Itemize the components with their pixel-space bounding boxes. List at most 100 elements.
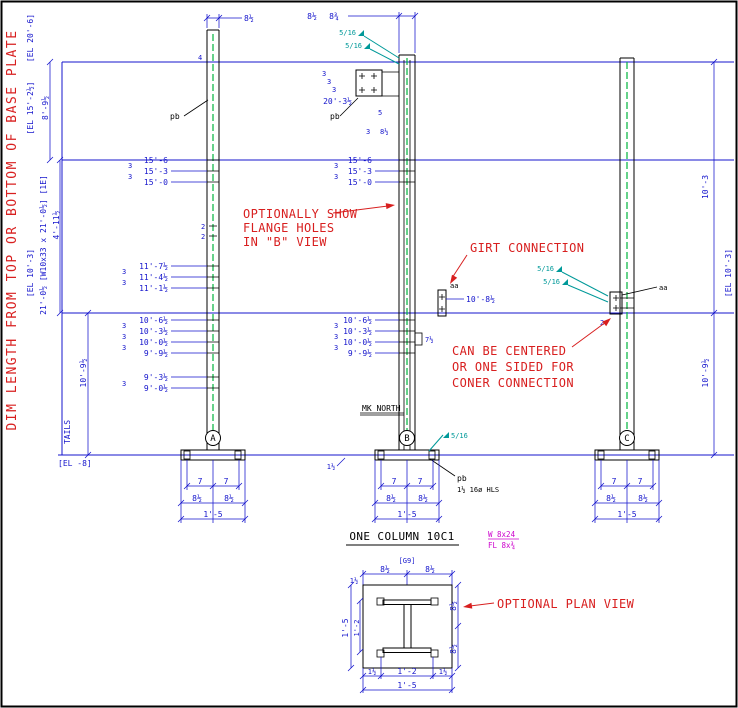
dim-bolt-half: 7 xyxy=(638,477,643,486)
tick-2: 2 xyxy=(201,223,205,231)
dim-girt-el: 10'-8½ xyxy=(466,294,495,304)
tick-3: 3 xyxy=(334,344,338,352)
dim-bolt-half: 7 xyxy=(392,477,397,486)
weld-size-girt1: 5/16 xyxy=(537,265,554,273)
note-flange-3: IN "B" VIEW xyxy=(243,235,327,249)
dim-base-offset: 1½ xyxy=(327,463,335,471)
dim-10-9-right: 10'-9½ xyxy=(700,358,710,387)
dim-b-g1-1: 15'-3 xyxy=(348,167,372,176)
weld-size-top1: 5/16 xyxy=(339,29,356,37)
dim-a-g3-1: 10'-3½ xyxy=(139,326,168,336)
dim-plan-top: 8½ xyxy=(425,564,435,574)
base-notes: 1½ pb 1½ 16ø HLS xyxy=(327,457,499,494)
dim-edge-half: 8½ xyxy=(638,493,648,503)
dim-plate-total: 1'-5 xyxy=(617,510,636,519)
material-1: W 8x24 xyxy=(488,530,516,539)
girt-connection-b: aa 10'-8½ xyxy=(437,282,495,317)
plan-view: [G9] 8½ 8½ 1½ 1'-5 1'-2 8½ 8½ 1½ 1'-2 1½… xyxy=(341,557,462,694)
clip-angle-b xyxy=(414,332,423,346)
left-margin-notes: DIM LENGTH FROM TOP OR BOTTOM OF BASE PL… xyxy=(5,14,92,468)
tick-3: 3 xyxy=(322,70,326,78)
tick-3: 3 xyxy=(334,322,338,330)
weld-size-base: 5/16 xyxy=(451,432,468,440)
dim-a-g1-2: 15'-0 xyxy=(144,178,168,187)
pb-label-base: pb xyxy=(457,474,467,483)
tick-2: 2 xyxy=(201,233,205,241)
note-flange-2: FLANGE HOLES xyxy=(243,221,335,235)
mk-north-label: MK NORTH xyxy=(362,404,401,413)
dim-b-g2-2: 10'-0½ xyxy=(343,337,372,347)
dim-10-3-right: 10'-3 xyxy=(701,175,710,199)
holes-note: 1½ 16ø HLS xyxy=(457,486,499,494)
tick-3: 3 xyxy=(122,268,126,276)
dim-b-8h: 8½ xyxy=(380,128,388,136)
dim-b-g1-2: 15'-0 xyxy=(348,178,372,187)
elevation-grid-lines xyxy=(46,58,734,459)
el-mid-label: [EL 15'-2½] xyxy=(25,82,35,135)
plan-web xyxy=(403,604,412,649)
dim-b-top1: 8½ xyxy=(307,11,317,21)
sheet-title: ONE COLUMN 10C1 xyxy=(349,530,454,543)
dim-b-g2-1: 10'-3½ xyxy=(343,326,372,336)
tick-2-c: 2 xyxy=(600,319,604,327)
dim-plan-left-total: 1'-5 xyxy=(341,618,350,637)
dim-b-g1-0: 15'-6 xyxy=(348,156,372,165)
dim-edge-half: 8½ xyxy=(606,493,616,503)
dim-7h: 7½ xyxy=(425,336,433,344)
dim-b-3: 3 xyxy=(366,128,370,136)
dim-plate-total: 1'-5 xyxy=(203,510,222,519)
dim-plan-total: 1'-5 xyxy=(397,681,416,690)
plan-flange-bottom xyxy=(382,647,432,653)
bolt-label-aa-c: aa xyxy=(659,284,667,292)
mark-north: MK NORTH xyxy=(360,404,404,416)
tick-3: 3 xyxy=(332,86,336,94)
tick-3: 3 xyxy=(128,173,132,181)
dim-8-9: 8'-9½ xyxy=(40,96,50,120)
tick-3: 3 xyxy=(122,279,126,287)
plan-flange-top xyxy=(382,599,432,605)
tick-3: 3 xyxy=(327,78,331,86)
dim-bolt-half: 7 xyxy=(612,477,617,486)
dim-edge-half: 8½ xyxy=(224,493,234,503)
red-annotations: OPTIONALLY SHOW FLANGE HOLES IN "B" VIEW… xyxy=(243,203,634,611)
dim-4-11: 4'-11½ xyxy=(51,210,61,239)
column-a: 8½ 4 pb 15'-6 15'-3 15'-0 3 3 2 2 11'-7½… xyxy=(122,13,254,461)
member-description: 21'-0½ [W10x33 x 21'-0½] [1E] xyxy=(38,175,48,315)
dim-plan-gauge: 1'-2 xyxy=(397,667,416,676)
dim-a-g2-2: 11'-1½ xyxy=(139,283,168,293)
right-margin-dims: 10'-3 [EL 10'-3] 10'-9½ xyxy=(700,175,733,388)
pb-label-a: pb xyxy=(170,112,180,121)
title-block: ONE COLUMN 10C1 W 8x24 FL 8x¾ xyxy=(346,530,519,550)
el-girt-label-right: [EL 10'-3] xyxy=(724,249,733,297)
dim-plan-left-gauge: 1'-2 xyxy=(353,620,361,637)
dim-edge-half: 8½ xyxy=(386,493,396,503)
column-marker-c-letter: C xyxy=(624,434,629,444)
dim-a-g4-1: 9'-0½ xyxy=(144,383,168,393)
dim-plan-corner: 1½ xyxy=(350,577,358,585)
column-marker-b-letter: B xyxy=(404,434,409,444)
dim-plate-total: 1'-5 xyxy=(397,510,416,519)
column-marker-c xyxy=(619,430,635,446)
el-top-label: [EL 20'-6] xyxy=(26,14,35,62)
dim-bolt-half: 7 xyxy=(224,477,229,486)
weld-size-top2: 5/16 xyxy=(345,42,362,50)
tick-4: 4 xyxy=(198,54,202,62)
tick-3: 3 xyxy=(122,380,126,388)
column-c: aa 2 C xyxy=(594,57,667,461)
dim-a-g1-1: 15'-3 xyxy=(144,167,168,176)
dim-length-note: DIM LENGTH FROM TOP OR BOTTOM OF BASE PL… xyxy=(5,29,20,430)
dim-a-g3-2: 10'-0½ xyxy=(139,337,168,347)
column-marker-b xyxy=(399,430,415,446)
weld-size-girt2: 5/16 xyxy=(543,278,560,286)
dim-a-g3-0: 10'-6½ xyxy=(139,315,168,325)
dim-b-g2-3: 9'-9½ xyxy=(348,348,372,358)
tick-3: 3 xyxy=(334,333,338,341)
group-mark: [G9] xyxy=(399,557,416,565)
el-base-label: [EL -8] xyxy=(58,459,92,468)
dim-10-9-left: 10'-9½ xyxy=(78,358,88,387)
dim-a-g4-0: 9'-3½ xyxy=(144,372,168,382)
column-b: 8½ 8¾ 3 3 3 20'-3½ pb 5 3 8½ 15'-6 15'-3… xyxy=(307,11,440,461)
note-corner-2: OR ONE SIDED FOR xyxy=(452,360,574,374)
